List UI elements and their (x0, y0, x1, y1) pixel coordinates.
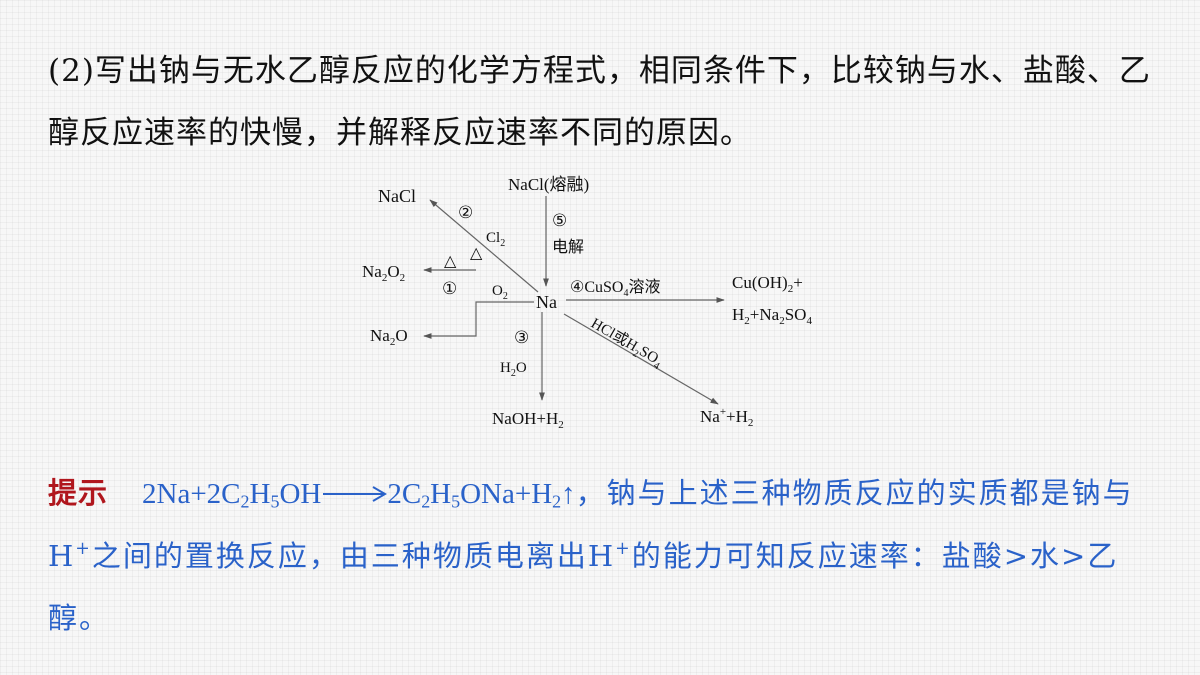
step4-condition: ④CuSO4溶液 (570, 278, 660, 299)
product-nacl: NaCl (378, 186, 416, 206)
hint-text-2: 之间的置换反应，由三种物质电离出H (91, 539, 616, 573)
acid-condition: HCl或H2SO4 (587, 315, 666, 372)
step5-condition: 电解 (552, 238, 584, 256)
reaction-diagram-svg: Na NaCl(熔融) ⑤ 电解 NaCl ② Cl2 △ △ Na2O2 ① … (362, 175, 812, 431)
step5-number: ⑤ (552, 211, 567, 230)
o2-reagent: O2 (492, 283, 508, 302)
h2o-reagent: H2O (500, 360, 527, 379)
product-cuoh2: Cu(OH)2+ (732, 273, 803, 295)
arrow-to-naplus (563, 313, 719, 405)
sodium-reaction-diagram: Na NaCl(熔融) ⑤ 电解 NaCl ② Cl2 △ △ Na2O2 ① … (340, 160, 860, 454)
step1-number: ① (442, 279, 457, 298)
product-naplus-h2: Na++H2 (700, 406, 753, 429)
product-naoh-h2: NaOH+H2 (492, 409, 564, 431)
arrow-o2-branch (423, 301, 534, 339)
long-right-arrow-icon (323, 486, 388, 502)
step2-reagent: Cl2 (486, 230, 505, 249)
step2-number: ② (458, 203, 473, 222)
product-na2o: Na2O (370, 326, 408, 348)
heat-symbol-2: △ (470, 245, 483, 262)
heat-symbol-1: △ (444, 253, 457, 270)
step3-number: ③ (514, 328, 529, 347)
top-reactant: NaCl(熔融) (508, 175, 589, 194)
question-text: (2)写出钠与无水乙醇反应的化学方程式，相同条件下，比较钠与水、盐酸、乙醇反应速… (48, 53, 1151, 151)
arrow-to-nacl (429, 199, 539, 293)
hint-text-3: 的能力可知反应速率：盐酸>水>乙醇。 (48, 539, 1119, 635)
product-na2o2: Na2O2 (362, 262, 405, 284)
hint-label: 提示 (48, 476, 109, 510)
product-h2-na2so4: H2+Na2SO4 (732, 305, 812, 327)
center-na: Na (536, 292, 557, 312)
hint-text-1: ，钠与上述三种物质反应的实质都是钠与H (48, 476, 1134, 573)
